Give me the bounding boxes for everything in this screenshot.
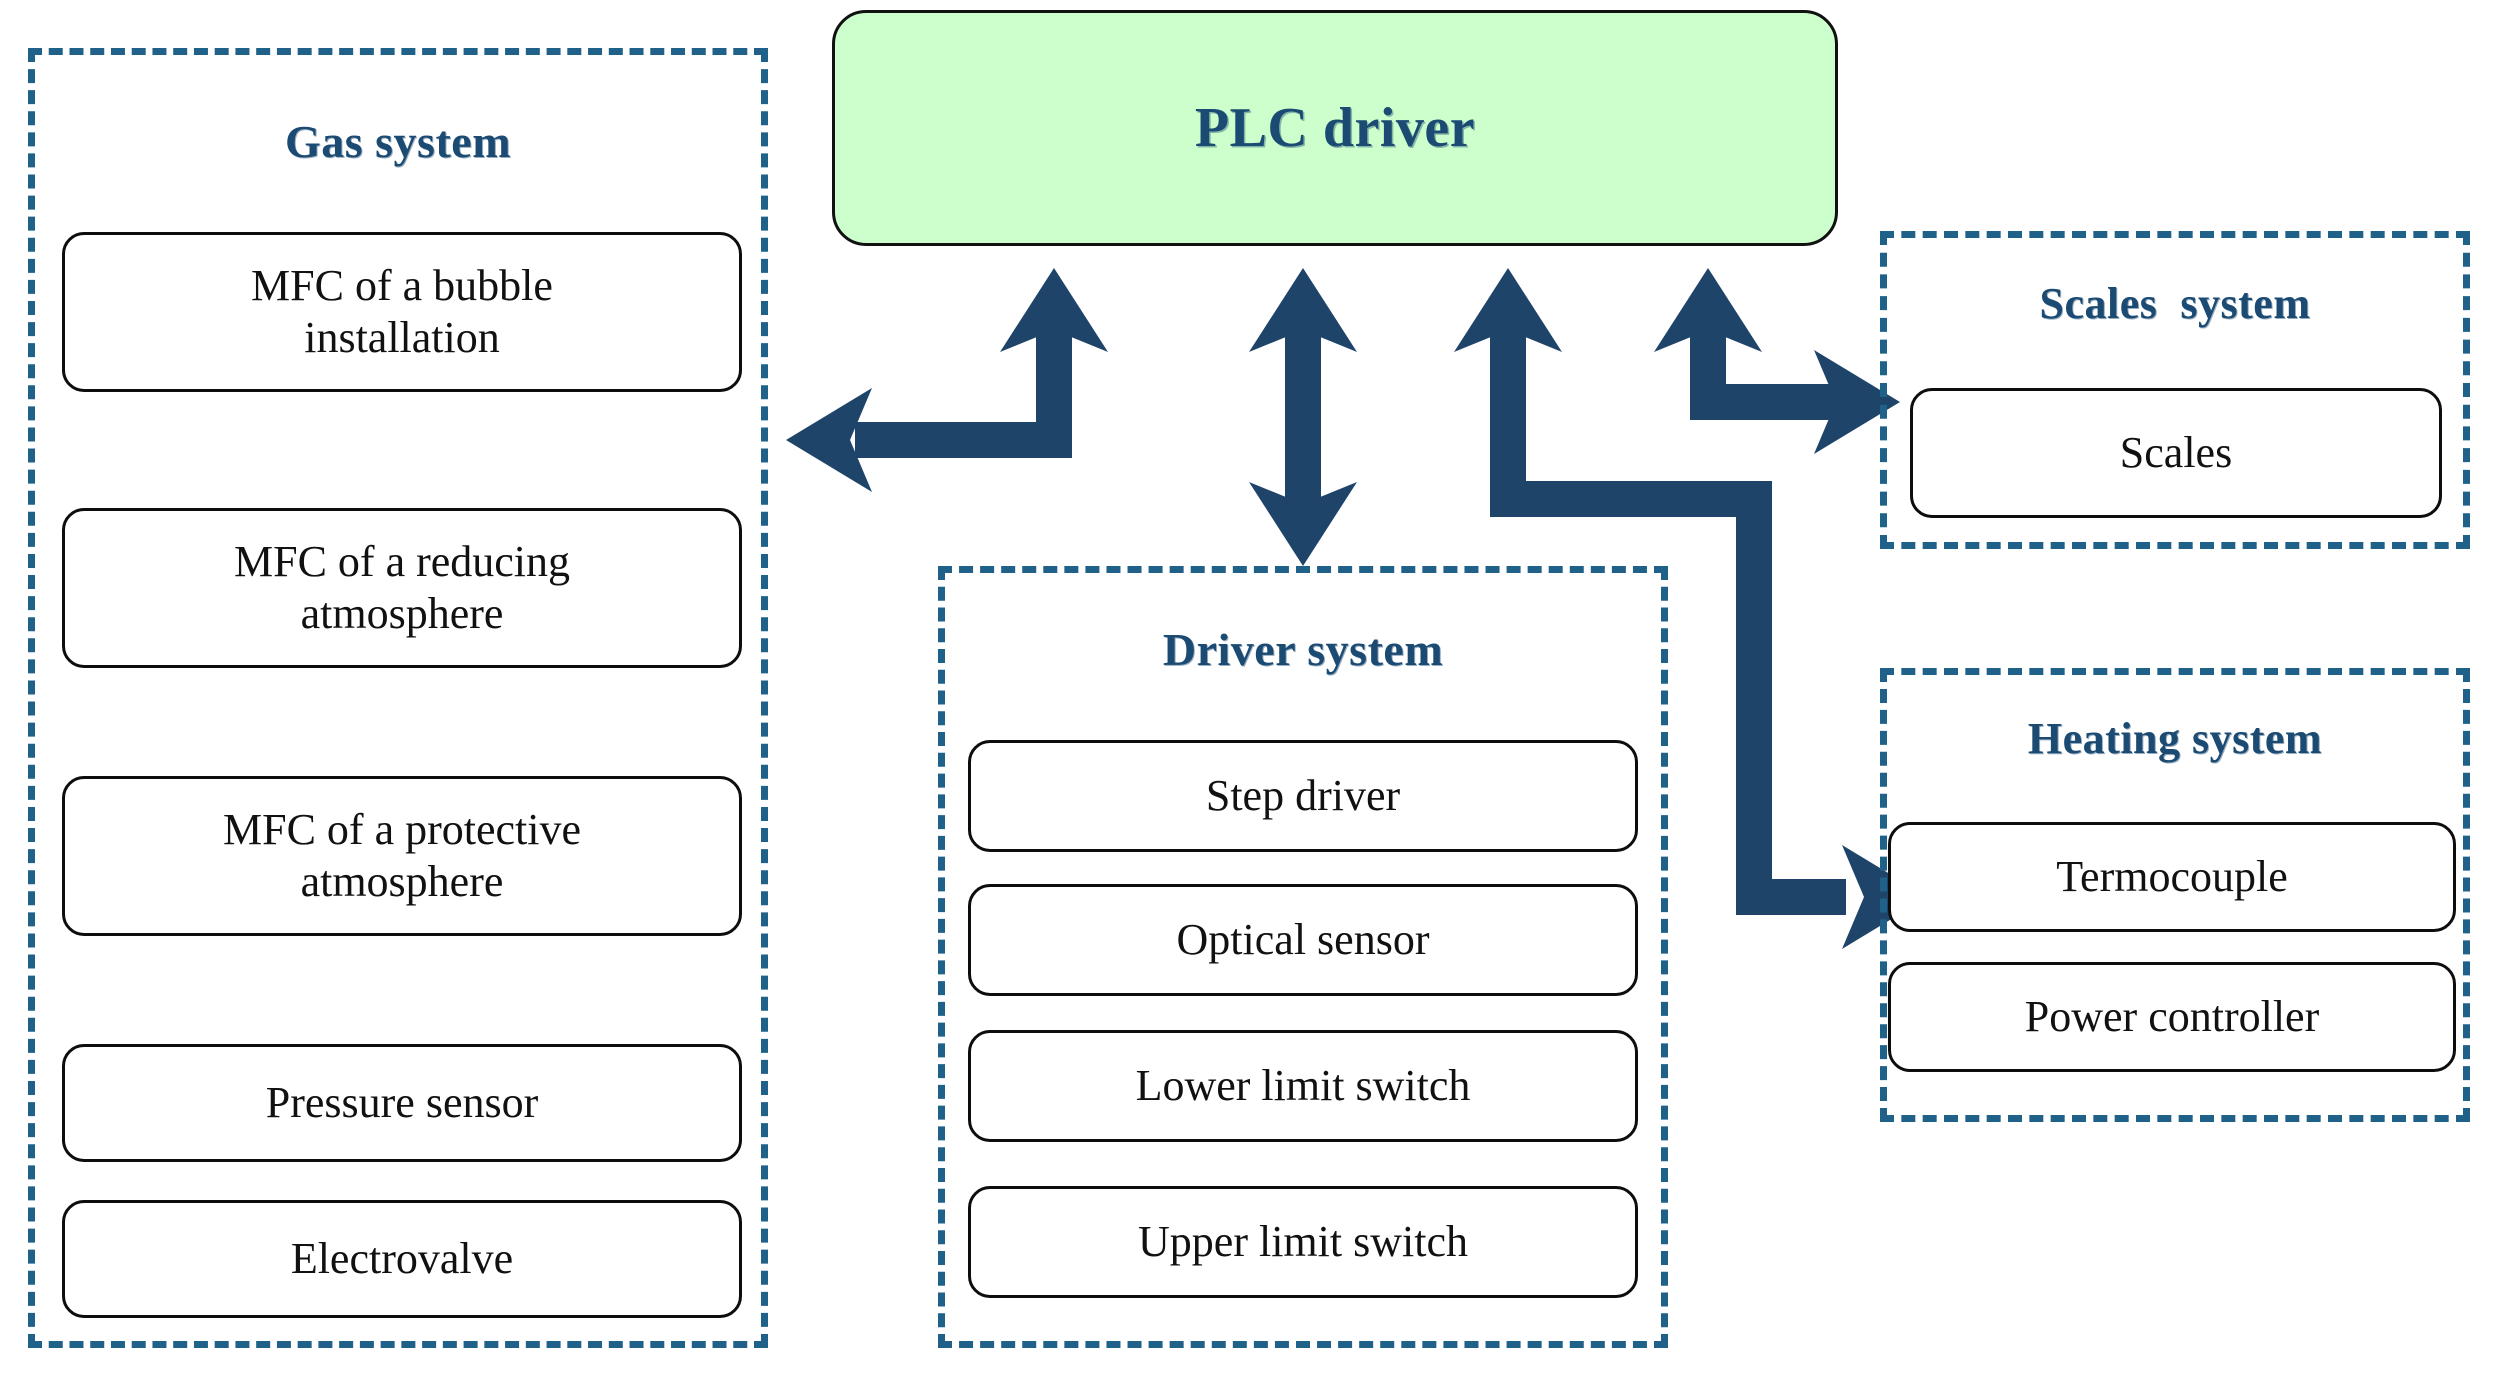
- group-heating-system-title: Heating system: [2027, 714, 2323, 763]
- node-label: Power controller: [2024, 992, 2320, 1042]
- node-label: Termocouple: [2056, 852, 2288, 902]
- node-label: Scales: [2119, 428, 2233, 478]
- node-scales[interactable]: Scales: [1910, 388, 2442, 518]
- plc-driver-node[interactable]: PLC driver: [832, 10, 1838, 246]
- group-scales-system-title: Scales system: [2039, 279, 2311, 328]
- node-upper-limit-switch[interactable]: Upper limit switch: [968, 1186, 1638, 1298]
- node-label: MFC of a bubble installation: [251, 261, 553, 362]
- node-mfc-reducing-atmosphere[interactable]: MFC of a reducing atmosphere: [62, 508, 742, 668]
- node-label: MFC of a reducing atmosphere: [233, 537, 571, 638]
- node-label: Lower limit switch: [1135, 1061, 1471, 1111]
- node-pressure-sensor[interactable]: Pressure sensor: [62, 1044, 742, 1162]
- node-power-controller[interactable]: Power controller: [1888, 962, 2456, 1072]
- group-driver-system-title: Driver system: [1162, 624, 1444, 675]
- node-label: Electrovalve: [290, 1234, 514, 1284]
- node-mfc-protective-atmosphere[interactable]: MFC of a protective atmosphere: [62, 776, 742, 936]
- node-mfc-bubble-installation[interactable]: MFC of a bubble installation: [62, 232, 742, 392]
- node-termocouple[interactable]: Termocouple: [1888, 822, 2456, 932]
- connector-plc-to-scales-system: [1654, 268, 1900, 454]
- group-gas-system-title: Gas system: [284, 116, 512, 167]
- connector-plc-to-gas-system: [786, 268, 1108, 492]
- node-optical-sensor[interactable]: Optical sensor: [968, 884, 1638, 996]
- node-label: Upper limit switch: [1138, 1217, 1468, 1267]
- plc-driver-label: PLC driver: [1194, 97, 1476, 159]
- node-label: Step driver: [1205, 771, 1401, 821]
- node-lower-limit-switch[interactable]: Lower limit switch: [968, 1030, 1638, 1142]
- node-electrovalve[interactable]: Electrovalve: [62, 1200, 742, 1318]
- node-label: Optical sensor: [1176, 915, 1430, 965]
- node-label: Pressure sensor: [265, 1078, 539, 1128]
- node-step-driver[interactable]: Step driver: [968, 740, 1638, 852]
- node-label: MFC of a protective atmosphere: [222, 805, 582, 906]
- connector-plc-to-driver-system: [1249, 268, 1357, 566]
